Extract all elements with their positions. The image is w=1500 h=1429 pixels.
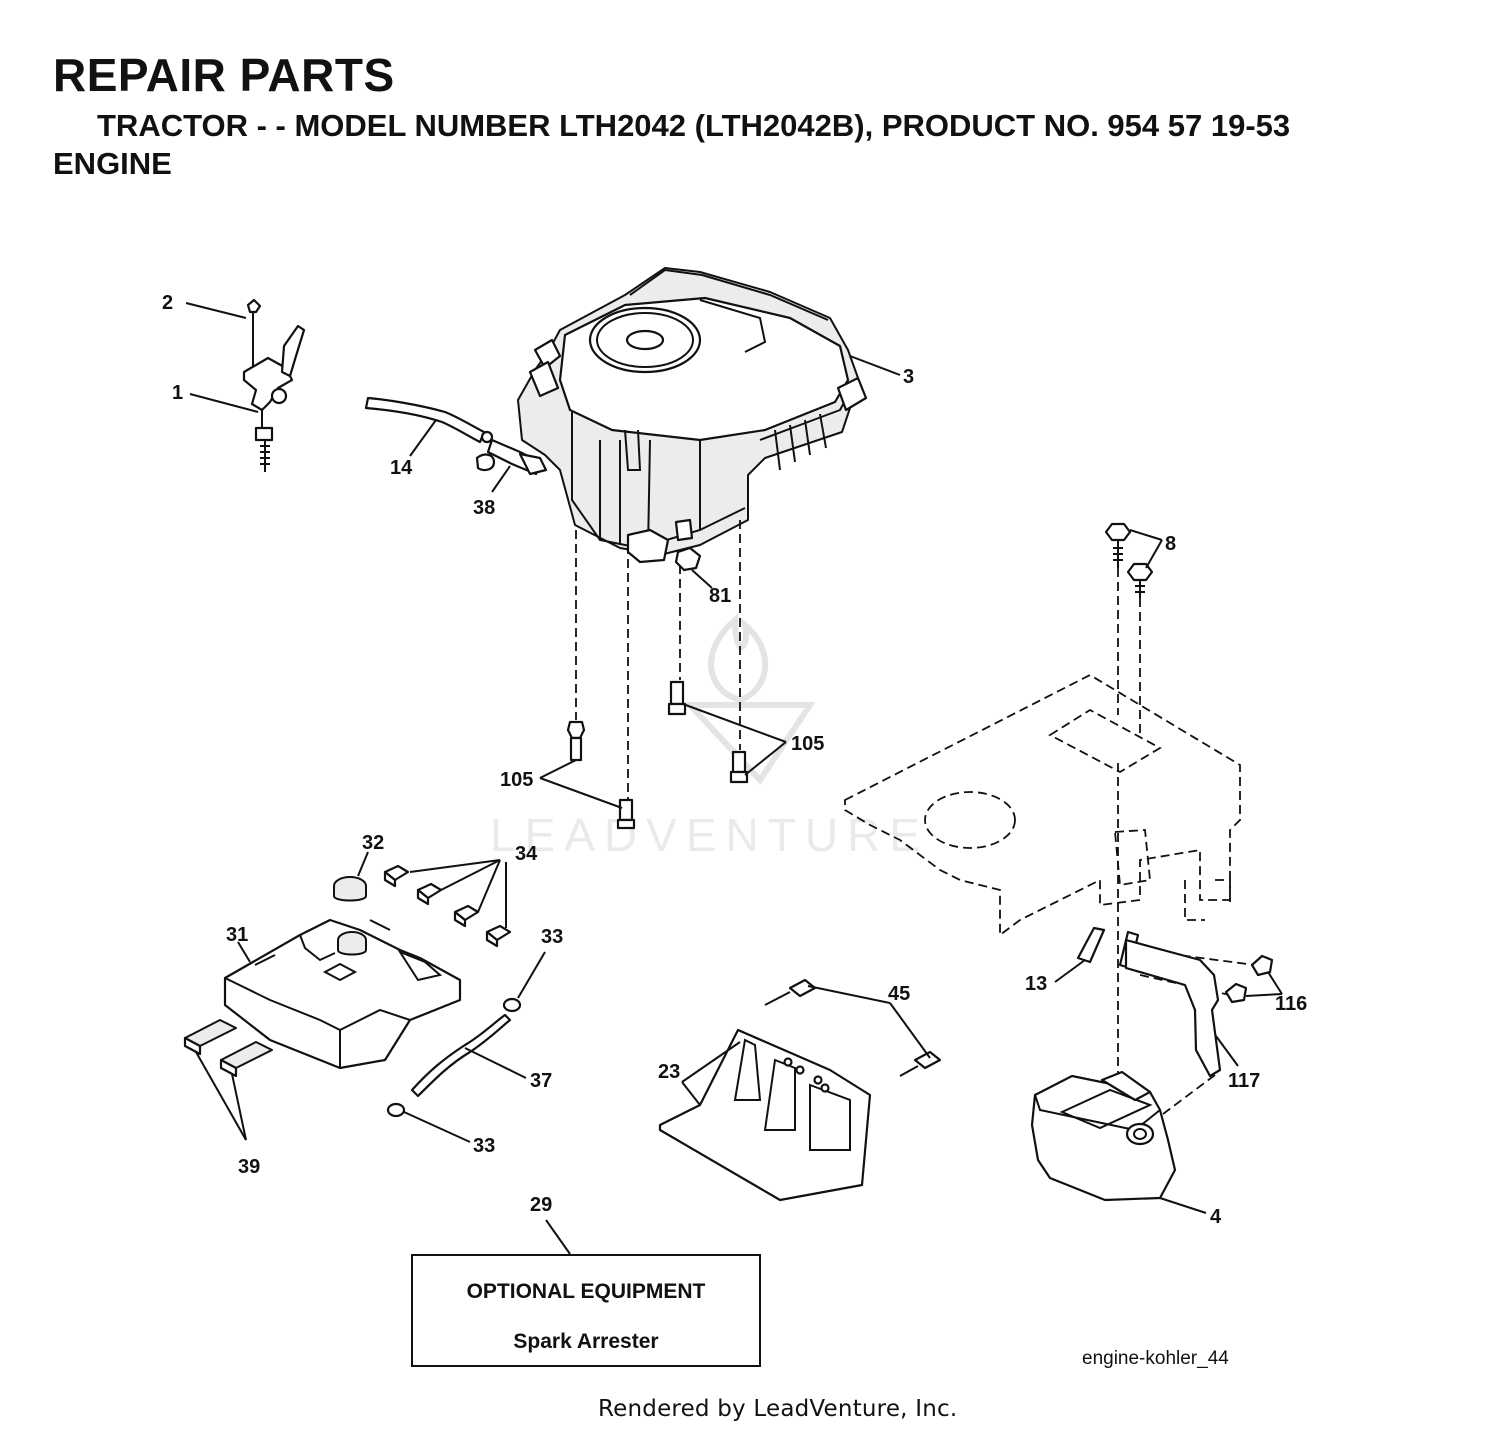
- assembly-lines: [575, 520, 1256, 1121]
- callout-105-right: 105: [791, 733, 824, 755]
- callout-117: 117: [1228, 1070, 1260, 1092]
- optional-equipment-box: OPTIONAL EQUIPMENT Spark Arrester: [411, 1254, 761, 1367]
- throttle-control-part: [242, 298, 306, 472]
- callout-34: 34: [515, 843, 538, 865]
- callout-29: 29: [530, 1194, 552, 1216]
- model-subtitle: TRACTOR - - MODEL NUMBER LTH2042 (LTH204…: [97, 108, 1291, 143]
- callout-32: 32: [362, 832, 384, 854]
- callout-45: 45: [888, 983, 910, 1005]
- nut-part-81: [674, 546, 702, 572]
- callout-33-top: 33: [541, 926, 563, 948]
- exhaust-group: [1030, 926, 1274, 1202]
- callout-105-left: 105: [500, 769, 533, 791]
- callout-31: 31: [226, 924, 248, 946]
- watermark-text: LEADVENTURE: [490, 809, 929, 861]
- leader-lines: [185, 302, 1283, 1255]
- fuel-tank-group: [183, 864, 512, 1078]
- section-title: ENGINE: [53, 146, 172, 181]
- optional-equipment-item: Spark Arrester: [513, 1330, 659, 1353]
- callout-38: 38: [473, 497, 495, 519]
- fuel-hose-group: [386, 997, 522, 1118]
- optional-equipment-title: OPTIONAL EQUIPMENT: [466, 1280, 706, 1303]
- engine-part: [517, 267, 868, 564]
- callout-37: 37: [530, 1070, 552, 1092]
- tractor-frame-dashed: [844, 673, 1241, 937]
- callout-23: 23: [658, 1061, 680, 1083]
- callout-13: 13: [1025, 973, 1047, 995]
- callout-numbers: 2 1 3 14 38 81 8 105 105 32 34 31 33 37 …: [162, 292, 1307, 1228]
- drawing-id: engine-kohler_44: [1082, 1348, 1229, 1369]
- callout-39: 39: [238, 1156, 260, 1178]
- callout-1: 1: [172, 382, 183, 404]
- footer-credit: Rendered by LeadVenture, Inc.: [598, 1396, 958, 1422]
- callout-81: 81: [709, 585, 731, 607]
- heat-shield-group: [658, 978, 942, 1202]
- page-title: REPAIR PARTS: [53, 49, 395, 101]
- callout-33-bottom: 33: [473, 1135, 495, 1157]
- fuel-line-part: [364, 396, 548, 476]
- callout-4: 4: [1210, 1206, 1222, 1228]
- callout-3: 3: [903, 366, 914, 388]
- callout-8: 8: [1165, 533, 1176, 555]
- callout-14: 14: [390, 457, 413, 479]
- callout-2: 2: [162, 292, 173, 314]
- bolts-part-105: [566, 680, 749, 830]
- watermark-logo: [683, 613, 816, 785]
- callout-116: 116: [1275, 993, 1307, 1015]
